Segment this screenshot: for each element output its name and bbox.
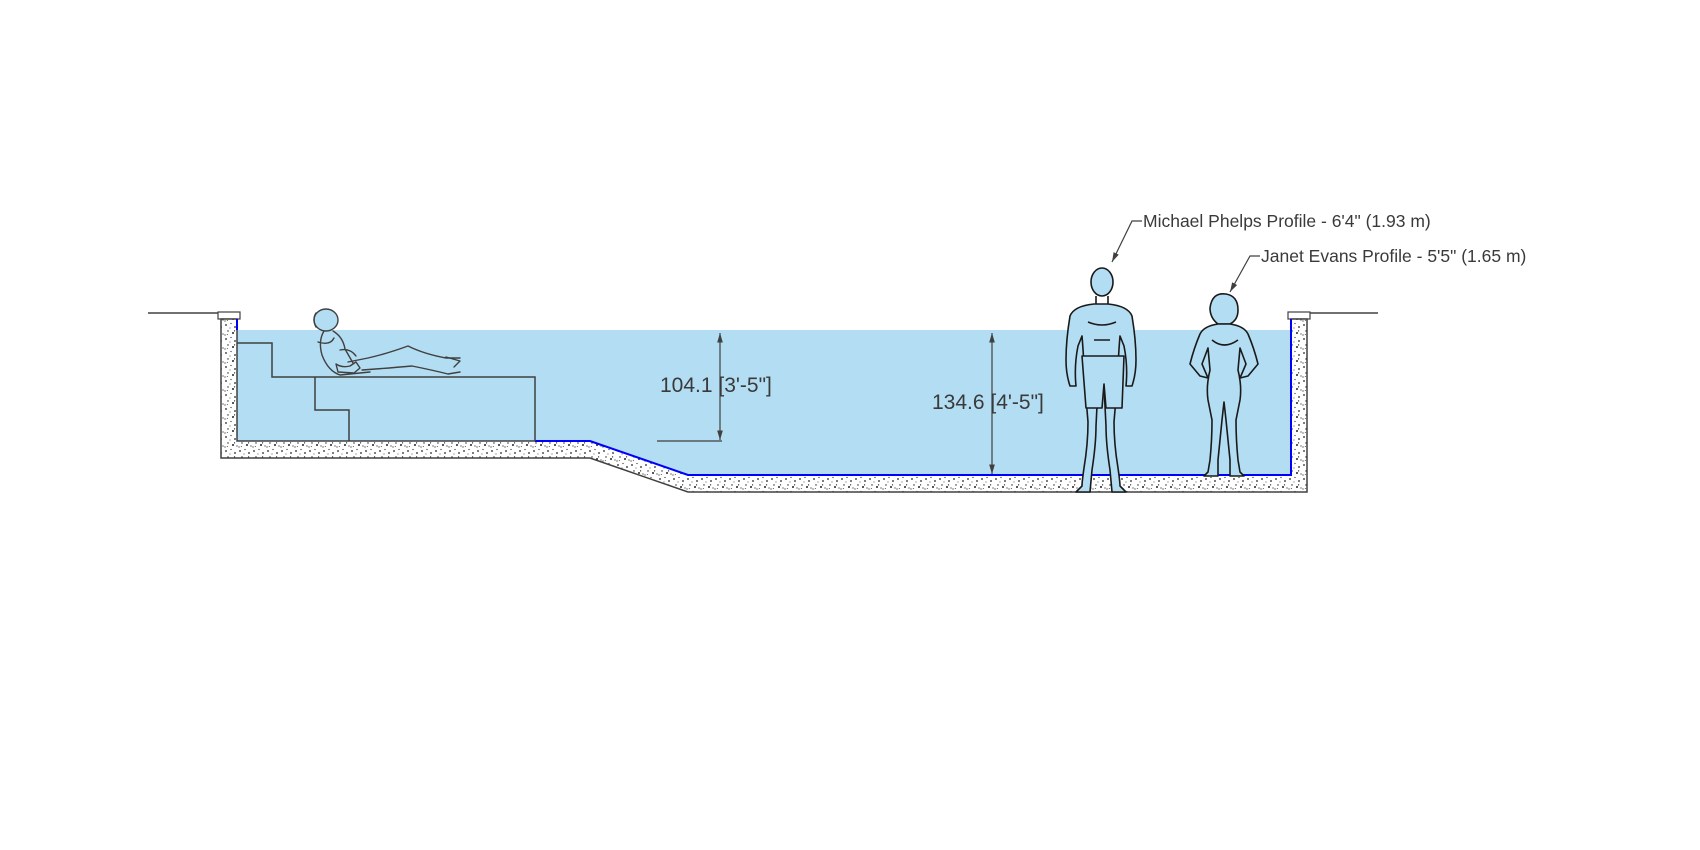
dimension-shallow: 104.1 [3'-5"] xyxy=(657,333,772,442)
dimension-shallow-label: 104.1 [3'-5"] xyxy=(660,374,772,397)
tall-male-swimmer-figure xyxy=(1065,267,1137,493)
evans-callout-label: Janet Evans Profile - 5'5" (1.65 m) xyxy=(1261,246,1526,266)
water-edge-floor xyxy=(535,319,1292,476)
coping-right xyxy=(1287,311,1311,320)
dimension-deep-label: 134.6 [4'-5"] xyxy=(932,391,1044,414)
pool-water xyxy=(237,330,1291,475)
pool-steps xyxy=(237,342,536,441)
coping-left xyxy=(217,311,241,320)
dimension-deep: 134.6 [4'-5"] xyxy=(932,333,1044,474)
phelps-callout-label: Michael Phelps Profile - 6'4" (1.93 m) xyxy=(1143,211,1431,231)
evans-callout: Janet Evans Profile - 5'5" (1.65 m) xyxy=(1229,246,1526,293)
female-swimmer-figure xyxy=(1189,292,1259,477)
reclining-swimmer-figure xyxy=(313,308,461,376)
phelps-callout: Michael Phelps Profile - 6'4" (1.93 m) xyxy=(1111,211,1431,263)
